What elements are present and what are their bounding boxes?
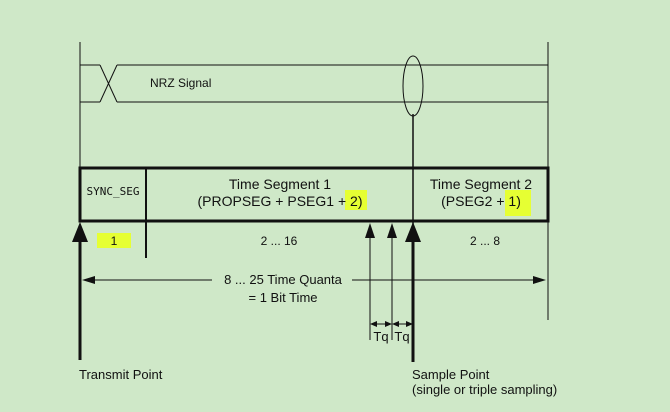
sync-count: 1 bbox=[111, 234, 118, 248]
ts2-range: 2 ... 8 bbox=[470, 234, 500, 248]
tq-label-right: Tq bbox=[394, 329, 409, 344]
transmit-point-label: Transmit Point bbox=[79, 367, 163, 382]
sample-point-sublabel: (single or triple sampling) bbox=[412, 382, 557, 397]
sample-point-arrow bbox=[405, 114, 421, 362]
transmit-point-arrow bbox=[72, 222, 88, 360]
ts2-highlight bbox=[505, 190, 531, 216]
bit-time-label-1: 8 ... 25 Time Quanta bbox=[224, 272, 343, 287]
ts2-title: Time Segment 2 bbox=[430, 176, 532, 192]
sample-point-label: Sample Point bbox=[412, 367, 490, 382]
sync-count-highlight bbox=[97, 233, 131, 248]
tq-label-left: Tq bbox=[373, 329, 388, 344]
tq-arrow-left bbox=[365, 223, 375, 340]
ts1-formula: (PROPSEG + PSEG1 + 2) bbox=[198, 193, 363, 209]
ts1-highlight bbox=[345, 190, 367, 210]
bit-segment-bar bbox=[78, 166, 550, 223]
ts2-formula: (PSEG2 + 1) bbox=[441, 193, 521, 209]
sync-seg-label: SYNC_SEG bbox=[87, 185, 140, 198]
ts1-range: 2 ... 16 bbox=[261, 234, 298, 248]
bit-time-dimension-arrow bbox=[82, 276, 546, 284]
ts1-title: Time Segment 1 bbox=[229, 176, 331, 192]
nrz-signal bbox=[80, 64, 548, 103]
tq-arrow-right bbox=[387, 223, 397, 340]
tq-dimension-arrows bbox=[370, 321, 413, 327]
nrz-signal-label: NRZ Signal bbox=[150, 76, 211, 90]
bit-time-label-2: = 1 Bit Time bbox=[249, 290, 318, 305]
